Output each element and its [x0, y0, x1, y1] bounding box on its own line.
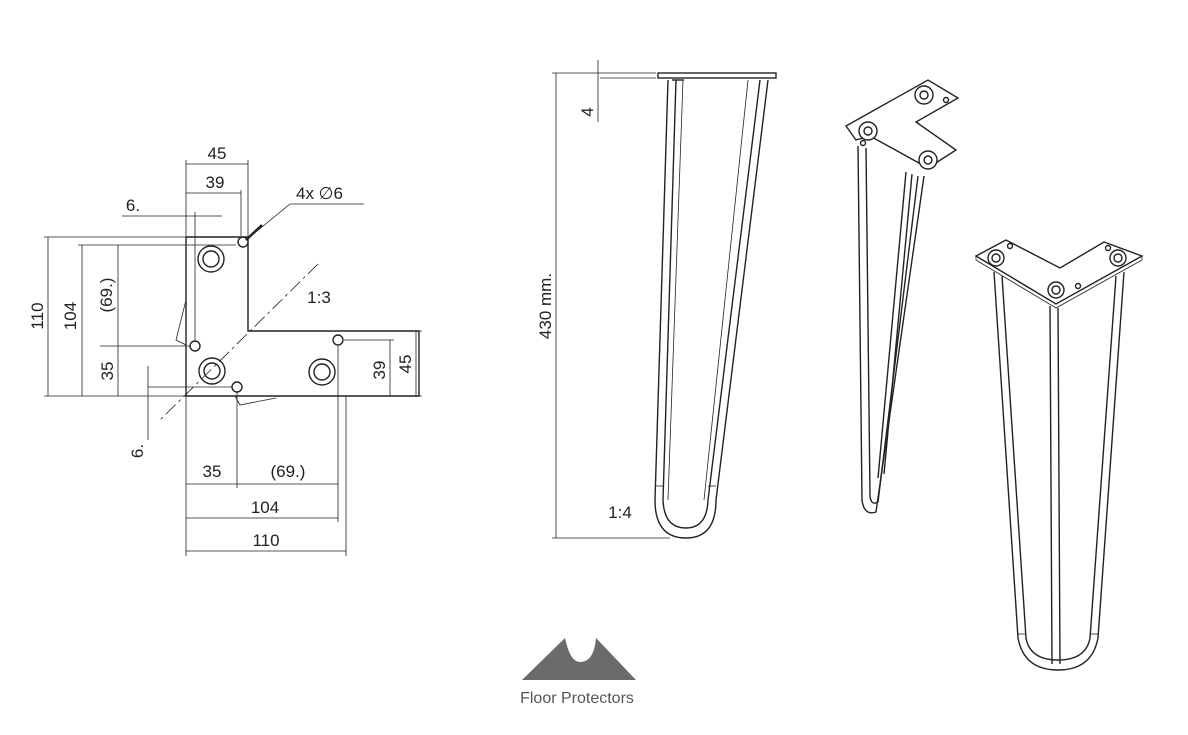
dim-bottom-110: 110 [252, 531, 279, 550]
detail-scale-plate: 1:3 [307, 288, 331, 307]
dim-top-45: 45 [208, 144, 227, 163]
dim-bottom-69: (69.) [271, 462, 306, 481]
hole-callout: 4x ∅6 [296, 184, 343, 203]
leg-isometric-small [844, 79, 960, 514]
leg-isometric-large [974, 239, 1144, 671]
screw-hole-4 [332, 334, 344, 346]
dim-bottom-104: 104 [251, 498, 279, 517]
leg-side-view: 4 430 mm. 1:4 [536, 60, 777, 539]
dim-left-35: 35 [98, 362, 117, 381]
leg-rod-inner [662, 79, 761, 529]
mount-hole-2 [198, 357, 226, 385]
dim-offset-bottom: 6. [128, 444, 147, 458]
screw-hole-1 [237, 236, 249, 248]
dim-left-69: (69.) [97, 278, 116, 313]
dim-left-110: 110 [28, 302, 47, 329]
dim-left-104: 104 [61, 302, 80, 330]
dim-thickness: 4 [578, 107, 597, 116]
dim-right-45: 45 [396, 355, 415, 374]
mount-hole-3 [308, 358, 336, 386]
rod-stub-bottom [234, 395, 277, 406]
detail-scale-leg: 1:4 [608, 503, 632, 522]
leg-plate-edge [657, 72, 777, 79]
section-line [159, 263, 319, 421]
screw-hole-2 [189, 340, 201, 352]
dim-bottom-35: 35 [203, 462, 222, 481]
leg-rod-outer [654, 79, 769, 539]
dim-top-39: 39 [206, 173, 225, 192]
iso-plate-large [974, 239, 1144, 305]
dim-offset-top: 6. [126, 196, 140, 215]
plate-top-view: 45 39 4x ∅6 6. 110 104 (69.) 35 1:3 39 4… [28, 144, 422, 556]
floor-protectors-logo: Floor Protectors [520, 638, 636, 707]
screw-hole-3 [231, 381, 243, 393]
rod-stub-left [175, 299, 187, 346]
logo-label: Floor Protectors [520, 690, 634, 707]
mount-hole-1 [197, 245, 225, 273]
logo-mark [522, 638, 636, 680]
dim-right-39: 39 [370, 361, 389, 380]
dim-height: 430 mm. [536, 273, 555, 339]
